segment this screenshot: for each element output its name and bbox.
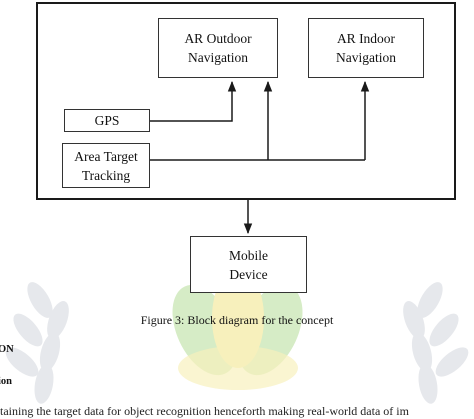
subsection-heading-fragment: ion [0,376,13,387]
section-heading-fragment: ON [0,344,14,355]
gps-node: GPS [64,109,150,132]
body-text-fragment: btaining the target data for object reco… [0,404,409,418]
ar-indoor-navigation-node: AR Indoor Navigation [308,18,424,78]
mobile-device-node: Mobile Device [190,236,307,293]
ar-outdoor-navigation-node: AR Outdoor Navigation [158,18,278,78]
system-frame [36,2,456,200]
edge-gps-to-ar-outdoor [150,80,237,122]
figure-caption: Figure 3: Block diagram for the concept [140,313,334,327]
area-target-tracking-node: Area Target Tracking [62,143,150,188]
